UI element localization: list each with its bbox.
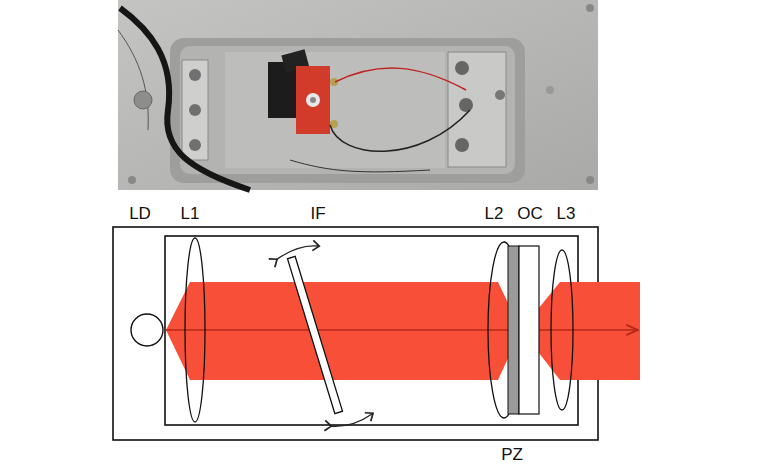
part-label: LD bbox=[129, 205, 151, 222]
part-label: L1 bbox=[181, 205, 200, 222]
photo bbox=[118, 0, 598, 190]
part-label: OC bbox=[517, 205, 543, 222]
part-label: PZ bbox=[501, 446, 523, 463]
schematic bbox=[113, 227, 640, 440]
part-label: IF bbox=[310, 205, 325, 222]
part-label: L2 bbox=[485, 205, 504, 222]
part-label: L3 bbox=[557, 205, 576, 222]
